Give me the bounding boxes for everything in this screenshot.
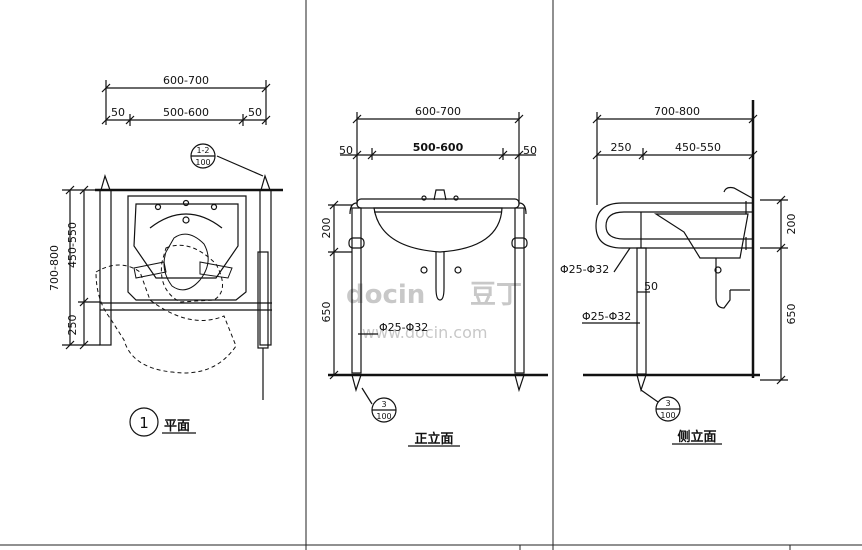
side-dim-v-lower: 650: [785, 304, 798, 325]
front-pipe-label: Φ25-Φ32: [379, 321, 428, 334]
plan-ref-top: 1-2: [196, 146, 209, 155]
plan-title: 平面: [164, 419, 190, 434]
front-dim-side-right: 50: [523, 144, 537, 157]
side-title: 侧立面: [677, 429, 716, 445]
front-view-labels: 600-700 50 500-600 50 200 650 Φ25-Φ32 3 …: [320, 105, 537, 447]
plan-dim-mid: 500-600: [163, 106, 209, 119]
plan-dim-v-lower: 250: [66, 315, 79, 336]
front-dim-mid: 500-600: [413, 141, 464, 154]
side-dim-overall-top: 700-800: [654, 105, 700, 118]
side-pipe-label-lower: Φ25-Φ32: [582, 310, 631, 323]
side-pipe-label-upper: Φ25-Φ32: [560, 263, 609, 276]
front-dim-v-lower: 650: [320, 302, 333, 323]
side-dim-right: 450-550: [675, 141, 721, 154]
front-dim-v-upper: 200: [320, 218, 333, 239]
side-view-labels: 700-800 250 450-550 Φ25-Φ32 50 Φ25-Φ32 2…: [560, 105, 798, 445]
watermark-brand-cn: 豆丁: [470, 280, 522, 310]
side-dim-v-upper: 200: [785, 214, 798, 235]
plan-detail-number: 1: [139, 414, 149, 432]
watermark-url: www.docin.com: [362, 323, 487, 342]
plan-view: [62, 80, 283, 437]
side-dim-left: 250: [611, 141, 632, 154]
front-title: 正立面: [414, 431, 453, 447]
watermark: docin 豆丁 www.docin.com: [346, 280, 522, 342]
front-ref-top: 3: [381, 400, 386, 409]
plan-ref-bottom: 100: [195, 158, 210, 167]
plan-dim-v-upper: 450-550: [66, 222, 79, 268]
plan-dim-side-right: 50: [248, 106, 262, 119]
side-dim-offset: 50: [644, 280, 658, 293]
plan-dim-v-total: 700-800: [48, 245, 61, 291]
front-view: [328, 112, 548, 447]
plan-dim-side-left: 50: [111, 106, 125, 119]
front-dim-side-left: 50: [339, 144, 353, 157]
plan-dim-overall-top: 600-700: [163, 74, 209, 87]
plan-view-labels: 600-700 50 500-600 50 1-2 100 700-800 45…: [48, 74, 262, 434]
side-ref-top: 3: [665, 399, 670, 408]
front-ref-bottom: 100: [376, 412, 391, 421]
front-dim-overall-top: 600-700: [415, 105, 461, 118]
side-view: [582, 100, 788, 445]
watermark-brand: docin: [346, 280, 425, 310]
side-ref-bottom: 100: [660, 411, 675, 420]
